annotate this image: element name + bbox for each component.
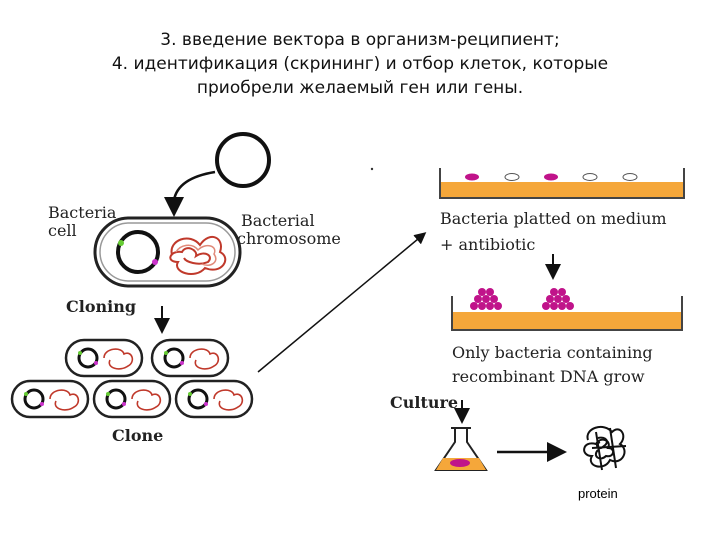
only-bacteria-label-1: Only bacteria containing	[452, 343, 653, 362]
plated-label-1: Bacteria platted on medium	[440, 209, 667, 228]
colony-cluster-2	[542, 288, 574, 310]
clone-cell-4	[92, 379, 172, 419]
slide-heading: 3. введение вектора в организм-реципиент…	[0, 28, 720, 100]
plate-medium-antibiotic	[439, 168, 685, 199]
colony-cluster-1	[470, 288, 502, 310]
clone-label: Clone	[112, 426, 164, 445]
heading-line-2: 4. идентификация (скрининг) и отбор клет…	[111, 54, 609, 74]
bacterial-chromosome-label-1: Bacterial	[241, 211, 315, 230]
plasmid-ring	[215, 132, 271, 188]
protein-structure	[583, 425, 627, 471]
clone-cell-5	[174, 379, 254, 419]
bacteria-cell-label-2: cell	[48, 221, 77, 240]
culture-label: Culture	[390, 393, 459, 412]
bacterial-chromosome-label-2: chromosome	[237, 229, 341, 248]
only-bacteria-label-2: recombinant DNA grow	[452, 367, 645, 386]
plated-label-2: + antibiotic	[440, 235, 536, 254]
bacteria-cell-label-1: Bacteria	[48, 203, 117, 222]
clone-cell-3	[10, 379, 90, 419]
to-plate-arrow	[257, 232, 427, 373]
clone-cell-2	[150, 338, 230, 378]
cloning-label: Cloning	[66, 297, 137, 316]
insert-arrow	[164, 170, 216, 217]
dot	[370, 167, 374, 171]
culture-flask	[434, 427, 488, 471]
bacteria-cell-large	[93, 216, 242, 288]
protein-label: protein	[578, 486, 618, 501]
clone-cell-1	[64, 338, 144, 378]
heading-line-3: приобрели желаемый ген или гены.	[196, 78, 524, 98]
chromosome-squiggle	[169, 235, 227, 276]
heading-line-1: 3. введение вектора в организм-реципиент…	[160, 30, 560, 50]
plate-selected-colonies	[451, 288, 683, 331]
